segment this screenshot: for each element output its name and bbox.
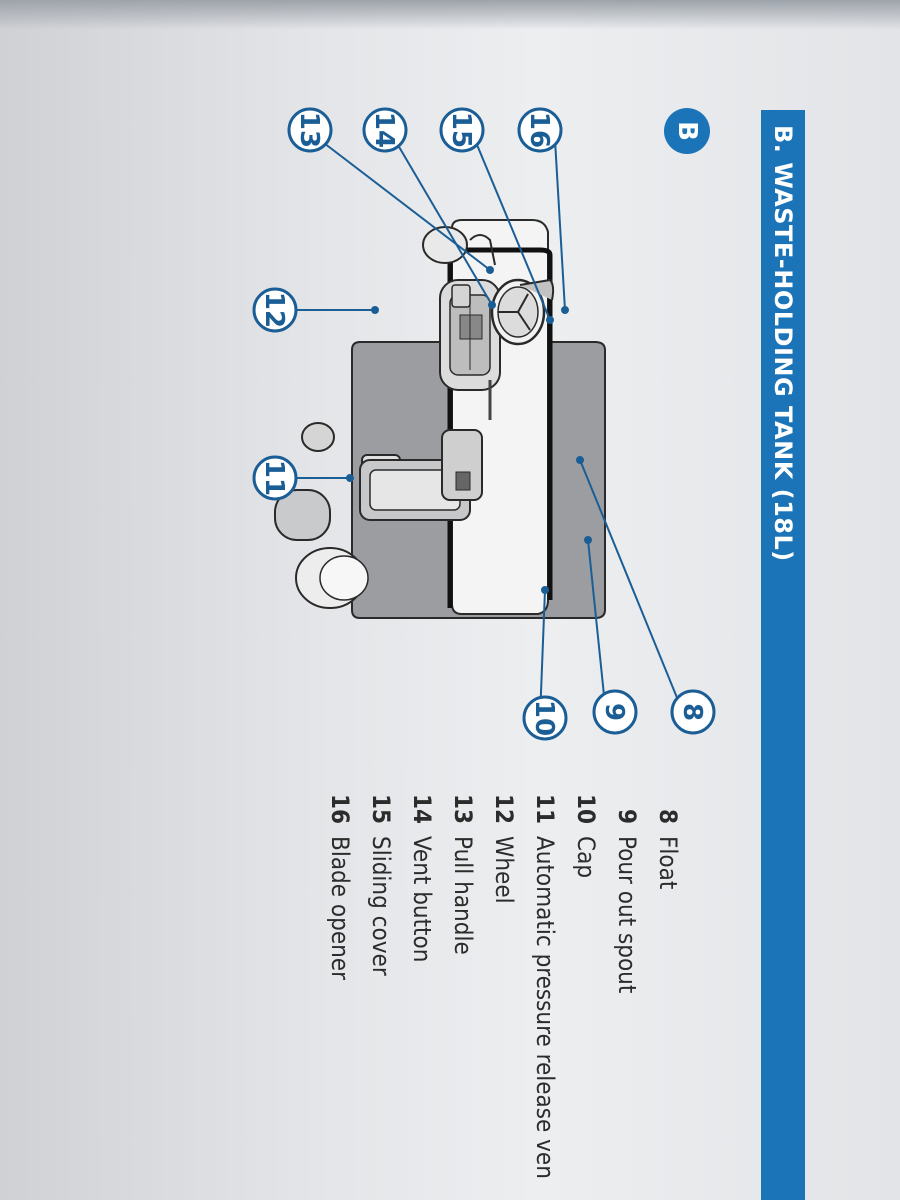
svg-text:15: 15 bbox=[446, 112, 476, 148]
svg-text:10: 10 bbox=[529, 700, 559, 736]
svg-text:9: 9 bbox=[599, 703, 629, 721]
legend-item: 15Sliding cover bbox=[367, 793, 395, 976]
legend-item: 8Float bbox=[654, 808, 682, 890]
callout-11: 11 bbox=[252, 455, 298, 501]
legend-item: 13Pull handle bbox=[449, 793, 477, 955]
svg-text:13: 13 bbox=[294, 112, 324, 148]
svg-text:8: 8 bbox=[677, 703, 707, 721]
parts-legend: 8Float 9Pour out spout 10Cap 11Automatic… bbox=[319, 790, 688, 1179]
svg-text:12: 12 bbox=[259, 292, 289, 328]
callout-13: 13 bbox=[287, 107, 333, 153]
legend-item: 16Blade opener bbox=[326, 793, 354, 980]
legend-item: 10Cap bbox=[572, 793, 600, 879]
svg-text:14: 14 bbox=[369, 112, 399, 148]
legend-item: 9Pour out spout bbox=[613, 808, 641, 994]
legend-item: 12Wheel bbox=[490, 793, 518, 904]
legend-item: 11Automatic pressure release ven bbox=[531, 793, 559, 1179]
callout-8: 8 bbox=[670, 689, 716, 735]
callout-15: 15 bbox=[439, 107, 485, 153]
svg-text:16: 16 bbox=[524, 112, 554, 148]
callout-10: 10 bbox=[522, 695, 568, 741]
svg-text:11: 11 bbox=[259, 460, 289, 496]
tank-diagram: 16 15 14 13 12 11 bbox=[252, 107, 716, 741]
legend-item: 14Vent button bbox=[408, 793, 436, 963]
tank-illustration bbox=[274, 219, 606, 619]
callout-16: 16 bbox=[517, 107, 563, 153]
callout-14: 14 bbox=[362, 107, 408, 153]
callout-12: 12 bbox=[252, 287, 298, 333]
callout-9: 9 bbox=[592, 689, 638, 735]
